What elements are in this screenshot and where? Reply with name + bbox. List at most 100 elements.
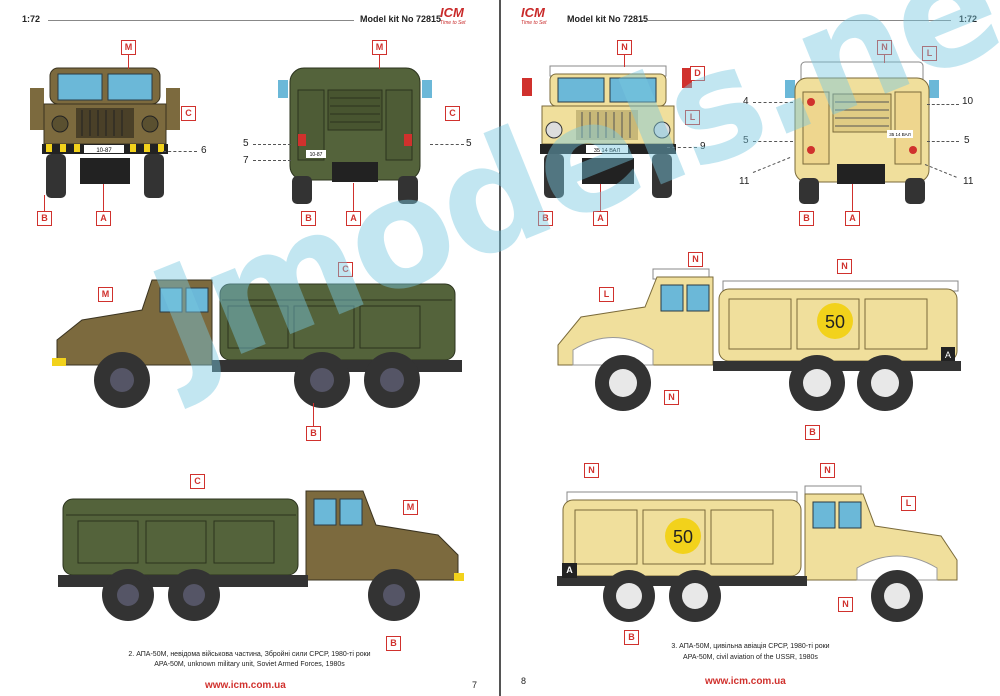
callout-c-front: C [181,106,196,121]
callout-a-side2: A [562,563,577,578]
kit-number: Model kit No 72815 [360,14,442,24]
civil-front-view: 35 14 ВАЛ [522,65,692,198]
number-7: 7 [243,155,249,166]
front-plate: 10-87 [96,148,112,154]
header-rule [48,20,354,21]
kit-number: Model kit No 72815 [567,14,649,24]
callout-n-side2-fender: N [838,597,853,612]
callout-n-side2-cab: N [820,463,835,478]
civil-rear-view: 35 14 ВАЛ [785,61,939,204]
leader-line [353,183,354,211]
scale-label: 1:72 [22,14,41,24]
number-6: 6 [201,145,207,156]
dash-line [253,160,291,161]
callout-n-side1-rail: N [837,259,852,274]
callout-a-rear: A [845,211,860,226]
dash-line [163,151,197,152]
callout-b-front: B [37,211,52,226]
callout-c-side1: C [338,262,353,277]
number-11-right: 11 [963,176,974,187]
number-10: 10 [962,96,974,107]
military-front-view: 10-87 [30,67,180,198]
leader-line [313,403,314,426]
military-side-view-2 [58,490,464,621]
callout-l-side2: L [901,496,916,511]
callout-b-side1: B [805,425,820,440]
board-number-2: 50 [673,527,693,547]
leader-line [379,55,380,69]
callout-a-front: A [96,211,111,226]
icm-logo: ICM Time to Set [440,5,466,26]
logo-text: ICM [440,5,464,20]
leader-line [103,184,104,211]
callout-m-side1: M [98,287,113,302]
callout-m-side2: M [403,500,418,515]
leader-line [884,55,885,63]
number-5-left: 5 [743,135,749,146]
military-rear-view: 10-87 [278,67,432,204]
callout-b-front: B [538,211,553,226]
callout-l-front: L [685,110,700,125]
board-number: 50 [825,312,845,332]
right-page: ICM Time to Set Model kit No 72815 1:72 … [501,0,1000,696]
dash-line [753,141,793,142]
front-plate: 35 14 ВАЛ [594,148,621,154]
callout-n-side1-fender: N [664,390,679,405]
side-plate-a: A [945,350,951,360]
dash-line [430,144,464,145]
callout-c-rear: C [445,106,460,121]
rear-plate: 35 14 ВАЛ [889,132,910,137]
logo-text: ICM [521,5,545,20]
callout-b-side1: B [306,426,321,441]
number-5-left: 5 [243,138,249,149]
caption-english: APA-50M, civil aviation of the USSR, 198… [683,654,818,661]
caption-ukrainian: 3. АПА-50М, цивільна авіація СРСР, 1980-… [671,643,830,650]
number-4: 4 [743,96,749,107]
military-side-view-1 [52,279,462,408]
rear-plate: 10-87 [310,152,323,158]
callout-n-side1-cab: N [688,252,703,267]
callout-m-front: M [121,40,136,55]
icm-logo: ICM Time to Set [521,5,547,26]
callout-m-rear: M [372,40,387,55]
number-5-right: 5 [964,135,970,146]
header-rule [641,20,951,21]
callout-b-rear: B [799,211,814,226]
civil-side-view-1: 50 A [557,268,961,411]
logo-slogan: Time to Set [521,20,547,26]
leader-line [44,195,45,211]
callout-a-front: A [593,211,608,226]
leader-line [624,55,625,67]
page-number: 8 [521,676,527,686]
page-divider [499,0,501,696]
dash-line [753,102,793,103]
callout-n-front: N [617,40,632,55]
website-link[interactable]: www.icm.com.ua [205,680,286,691]
leader-line [852,184,853,211]
caption-ukrainian: 2. АПА-50М, невідома військова частина, … [128,651,371,658]
callout-c-side2: C [190,474,205,489]
scale-label: 1:72 [959,14,978,24]
callout-l-side1: L [599,287,614,302]
callout-l-rear: L [922,46,937,61]
callout-b-side2: B [624,630,639,645]
left-page: 1:72 Model kit No 72815 ICM Time to Set … [0,0,499,696]
number-5-right: 5 [466,138,472,149]
page-number: 7 [472,680,478,690]
dash-line [927,141,959,142]
dash-line [927,104,959,105]
logo-slogan: Time to Set [440,20,466,26]
website-link[interactable]: www.icm.com.ua [705,676,786,687]
callout-b-rear: B [301,211,316,226]
number-11-left: 11 [739,176,750,187]
leader-line [128,55,129,69]
callout-d-front: D [690,66,705,81]
number-9: 9 [700,141,706,152]
civil-side-view-2: 50 [557,485,958,622]
callout-n-side2-rail: N [584,463,599,478]
callout-a-rear: A [346,211,361,226]
dash-line [253,144,291,145]
callout-b-side2: B [386,636,401,651]
dash-line [667,147,697,148]
leader-line [600,184,601,211]
